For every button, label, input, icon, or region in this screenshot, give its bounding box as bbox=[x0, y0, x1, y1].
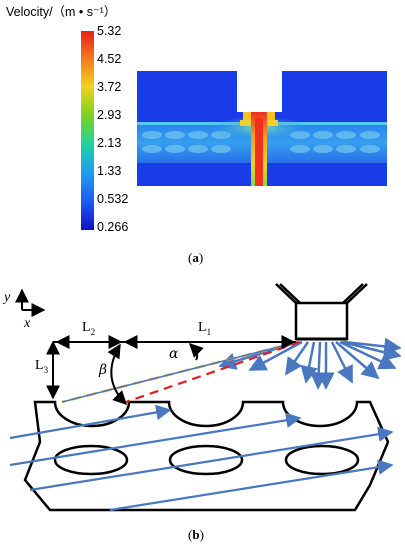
colorbar-tick-7: 0.532 bbox=[97, 192, 129, 206]
perforated-plate bbox=[23, 400, 390, 512]
colorbar-tick-8: 0.266 bbox=[97, 220, 129, 234]
jet-trajectory-red bbox=[125, 340, 301, 404]
colorbar-title: Velocity/（m • s⁻¹） bbox=[6, 5, 117, 19]
label-L2: L2 bbox=[82, 320, 96, 337]
velocity-contour-plot bbox=[137, 71, 387, 186]
panel-a-graphics bbox=[81, 31, 387, 230]
axis-x-label: x bbox=[24, 316, 31, 331]
coordinate-axes bbox=[15, 288, 46, 317]
jet-trajectory-blue bbox=[61, 341, 299, 403]
angle-alpha-label: α bbox=[169, 346, 179, 362]
angle-beta-label: β bbox=[99, 362, 108, 378]
flow-arrows bbox=[9, 404, 394, 512]
caption-b: (b) bbox=[188, 527, 204, 542]
spray-arrows bbox=[218, 337, 402, 390]
axis-y-label: y bbox=[4, 290, 11, 305]
nozzle bbox=[275, 283, 368, 341]
panel-b-schematic bbox=[9, 283, 402, 512]
colorbar-tick-5: 2.13 bbox=[97, 136, 122, 150]
label-L3: L3 bbox=[35, 358, 49, 375]
colorbar-tick-6: 1.33 bbox=[97, 164, 122, 178]
caption-a: (a) bbox=[188, 250, 204, 265]
colorbar-tick-4: 2.93 bbox=[97, 108, 122, 122]
colorbar-tick-3: 3.72 bbox=[97, 80, 122, 94]
dimension-lines bbox=[46, 335, 296, 405]
label-L1: L1 bbox=[198, 320, 212, 337]
colorbar-tick-2: 4.52 bbox=[97, 52, 122, 66]
colorbar-tick-1: 5.32 bbox=[97, 24, 122, 38]
colorbar bbox=[81, 31, 94, 230]
